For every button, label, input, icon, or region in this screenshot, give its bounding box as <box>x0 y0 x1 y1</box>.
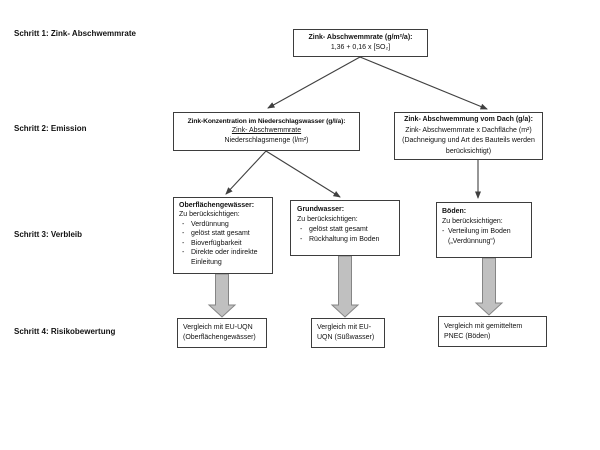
list-item: - Rückhaltung im Boden <box>297 235 395 245</box>
box-surface-water: Oberflächengewässer: Zu berücksichtigen:… <box>173 197 273 274</box>
list-item: - Verdünnung <box>179 220 268 229</box>
fraction-numerator: Zink- Abschwemmrate <box>231 127 302 135</box>
arrow-concentration-to-groundwater <box>265 150 341 198</box>
groundwater-title: Grundwasser: <box>297 206 345 213</box>
roof-runoff-title: Zink- Abschwemmung vom Dach (g/a): <box>404 116 533 123</box>
groundwater-subtitle: Zu berücksichtigen: <box>297 215 358 223</box>
box-soil: Böden: Zu berücksichtigen: - Verteilung … <box>436 202 532 258</box>
arrow-concentration-to-surface-water <box>225 150 267 195</box>
risk-groundwater-label: Vergleich mit EU-UQN (Süßwasser) <box>317 324 375 341</box>
bullet-dash: - <box>300 235 303 243</box>
box-rainwater-concentration: Zink-Konzentration im Niederschlagswasse… <box>173 112 360 151</box>
bullet-dash: - <box>300 225 303 233</box>
soil-subtitle: Zu berücksichtigen: <box>442 217 503 225</box>
bullet-dash: - <box>442 227 445 235</box>
surface-water-title: Oberflächengewässer: <box>179 202 255 209</box>
bullet-text: gelöst statt gesamt <box>309 225 368 233</box>
risk-surface-water-label: Vergleich mit EU-UQN (Oberflächengewässe… <box>183 324 256 341</box>
arrow-runoff-to-concentration <box>267 56 361 109</box>
bullet-text: Rückhaltung im Boden <box>309 235 380 243</box>
box-groundwater: Grundwasser: Zu berücksichtigen: - gelös… <box>290 200 400 256</box>
box-roof-runoff: Zink- Abschwemmung vom Dach (g/a): Zink-… <box>394 112 543 160</box>
block-arrow-surface-water <box>207 273 237 318</box>
list-item: - Bioverfügbarkeit <box>179 239 268 248</box>
list-item: - gelöst statt gesamt <box>179 229 268 238</box>
rainwater-concentration-title: Zink-Konzentration im Niederschlagswasse… <box>187 118 346 126</box>
bullet-dash: - <box>182 239 185 247</box>
bullet-text: Verdünnung <box>191 220 229 228</box>
fraction-denominator: Niederschlagsmenge (l/m²) <box>224 137 309 145</box>
block-arrow-groundwater <box>330 255 360 318</box>
step-label-2: Schritt 2: Emission <box>14 124 87 133</box>
list-item: - Direkte oder indirekte Einleitung <box>179 248 268 267</box>
runoff-rate-formula: 1,36 + 0,16 x [SO₂] <box>330 44 391 51</box>
bullet-text: Direkte oder indirekte Einleitung <box>191 249 258 266</box>
bullet-text: Verteilung im Boden („Verdünnung“) <box>448 227 511 245</box>
bullet-text: gelöst statt gesamt <box>191 230 250 238</box>
runoff-rate-title: Zink- Abschwemmrate (g/m²/a): <box>308 34 413 42</box>
bullet-dash: - <box>182 230 185 238</box>
box-risk-groundwater: Vergleich mit EU-UQN (Süßwasser) <box>311 318 385 348</box>
arrow-runoff-to-roof <box>359 56 488 110</box>
surface-water-subtitle: Zu berücksichtigen: <box>179 211 240 219</box>
box-risk-surface-water: Vergleich mit EU-UQN (Oberflächengewässe… <box>177 318 267 348</box>
bullet-dash: - <box>182 220 185 228</box>
soil-title: Böden: <box>442 208 467 215</box>
step-label-1: Schritt 1: Zink- Abschwemmrate <box>14 29 136 38</box>
bullet-text: Bioverfügbarkeit <box>191 239 242 247</box>
box-runoff-rate: Zink- Abschwemmrate (g/m²/a): 1,36 + 0,1… <box>293 29 428 57</box>
box-risk-soil: Vergleich mit gemitteltem PNEC (Böden) <box>438 316 547 347</box>
bullet-dash: - <box>182 249 185 257</box>
risk-soil-label: Vergleich mit gemitteltem PNEC (Böden) <box>444 322 523 340</box>
step-label-3: Schritt 3: Verbleib <box>14 230 83 239</box>
list-item: - gelöst statt gesamt <box>297 225 395 235</box>
step-label-4: Schritt 4: Risikobewertung <box>14 327 116 336</box>
roof-runoff-body: Zink- Abschwemmrate x Dachfläche (m²) (D… <box>402 126 535 155</box>
list-item: - Verteilung im Boden („Verdünnung“) <box>442 227 527 247</box>
block-arrow-soil <box>474 257 504 316</box>
